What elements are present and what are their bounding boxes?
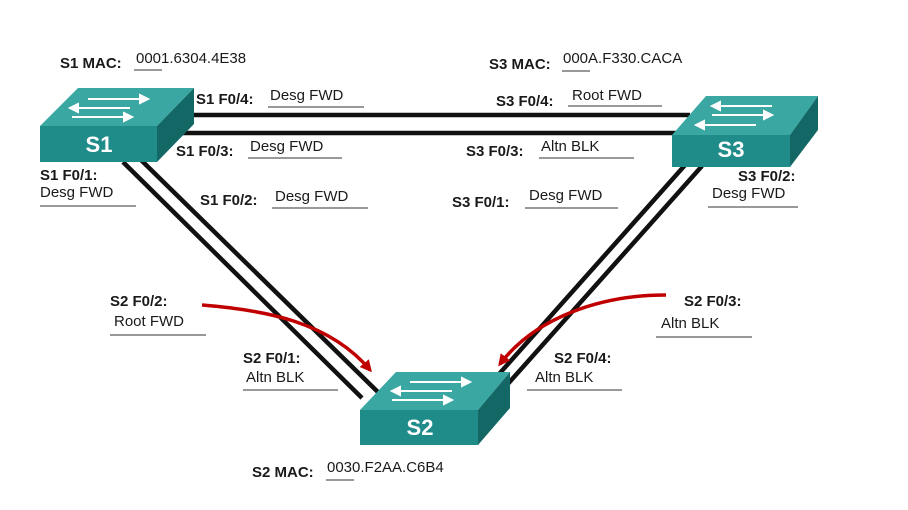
port-s3-f02: S3 F0/2: Desg FWD	[708, 168, 798, 208]
port-s1-f03-label: S1 F0/3:	[176, 143, 234, 160]
port-s2-f01-label: S2 F0/1:	[243, 350, 301, 367]
port-s3-f02-value: Desg FWD	[712, 185, 786, 202]
port-s3-f02-label: S3 F0/2:	[738, 168, 796, 185]
s1-mac-label: S1 MAC:	[60, 55, 122, 72]
switch-s2-arrows-icon	[389, 376, 473, 406]
port-s3-f01-label: S3 F0/1:	[452, 194, 510, 211]
port-s1-f01-label: S1 F0/1:	[40, 167, 98, 184]
s3-mac-label: S3 MAC:	[489, 56, 551, 73]
port-s2-f01: S2 F0/1: Altn BLK	[243, 350, 338, 391]
switch-s2-front	[360, 410, 478, 445]
port-s3-f04-value: Root FWD	[572, 87, 642, 104]
port-s3-f04: S3 F0/4: Root FWD	[496, 87, 662, 110]
switch-s1-front	[40, 126, 157, 162]
port-s3-f03-label: S3 F0/3:	[466, 143, 524, 160]
s3-mac: S3 MAC: 000A.F330.CACA	[489, 50, 682, 73]
switch-s3-name: S3	[718, 137, 745, 162]
port-s3-f03: S3 F0/3: Altn BLK	[466, 138, 634, 160]
port-s2-f02-value: Root FWD	[114, 313, 184, 330]
port-s2-f03-value: Altn BLK	[661, 315, 719, 332]
port-s2-f04: S2 F0/4: Altn BLK	[527, 350, 622, 391]
port-s1-f01-value: Desg FWD	[40, 184, 114, 201]
switch-s3-side	[790, 96, 818, 167]
switch-s2[interactable]: S2	[360, 372, 510, 445]
port-s1-f02-label: S1 F0/2:	[200, 192, 258, 209]
s3-mac-value: 000A.F330.CACA	[563, 50, 682, 67]
port-s1-f04-value: Desg FWD	[270, 87, 344, 104]
s1-mac-value: 0001.6304.4E38	[136, 50, 246, 67]
switch-s2-name: S2	[407, 415, 434, 440]
switch-s1[interactable]: S1	[40, 88, 194, 162]
switch-s3[interactable]: S3	[672, 96, 818, 167]
port-s1-f02-value: Desg FWD	[275, 188, 349, 205]
port-s2-f04-label: S2 F0/4:	[554, 350, 612, 367]
port-s3-f01: S3 F0/1: Desg FWD	[452, 187, 618, 211]
port-s1-f02: S1 F0/2: Desg FWD	[200, 188, 368, 209]
switch-s1-name: S1	[86, 132, 113, 157]
cable-s1-s2-f02	[139, 158, 386, 400]
s1-mac: S1 MAC: 0001.6304.4E38	[60, 50, 246, 72]
cable-s3-s2-f04	[490, 162, 688, 384]
port-s1-f01: S1 F0/1: Desg FWD	[40, 167, 136, 207]
port-s3-f01-value: Desg FWD	[529, 187, 603, 204]
port-s2-f03-label: S2 F0/3:	[684, 293, 742, 310]
port-s1-f03-value: Desg FWD	[250, 138, 324, 155]
switch-s1-arrows-icon	[67, 93, 151, 123]
port-s2-f02-label: S2 F0/2:	[110, 293, 168, 310]
switch-s3-arrows-icon	[693, 100, 775, 131]
switch-s2-side	[478, 372, 510, 445]
port-s2-f02: S2 F0/2: Root FWD	[110, 293, 206, 336]
switch-s1-side	[157, 88, 194, 162]
port-s1-f04-label: S1 F0/4:	[196, 91, 254, 108]
s2-mac-label: S2 MAC:	[252, 464, 314, 481]
port-s3-f03-value: Altn BLK	[541, 138, 599, 155]
cable-s1-s2-f01	[121, 160, 364, 400]
s2-mac-value: 0030.F2AA.C6B4	[327, 459, 444, 476]
s2-mac: S2 MAC: 0030.F2AA.C6B4	[252, 459, 444, 481]
port-s2-f04-value: Altn BLK	[535, 369, 593, 386]
cable-s3-s2-f03	[504, 164, 704, 388]
port-s1-f04: S1 F0/4: Desg FWD	[196, 87, 364, 108]
switch-s3-front	[672, 135, 790, 167]
arrow-s2-f02-icon	[201, 303, 372, 373]
port-s2-f01-value: Altn BLK	[246, 369, 304, 386]
port-s2-f03: S2 F0/3: Altn BLK	[656, 293, 752, 338]
port-s1-f03: S1 F0/3: Desg FWD	[176, 138, 342, 160]
port-s3-f04-label: S3 F0/4:	[496, 93, 554, 110]
arrow-s2-f03-icon	[498, 293, 667, 367]
